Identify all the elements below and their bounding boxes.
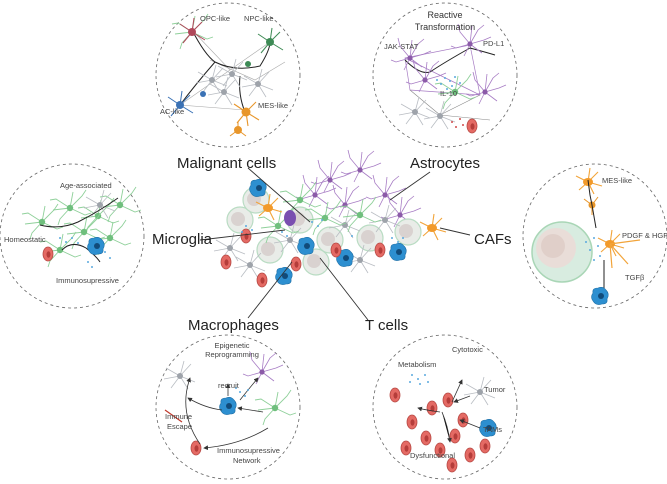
- tgfb-label: TGFβ: [625, 273, 645, 282]
- malignant-panel-content: [167, 13, 286, 137]
- malignant-panel: [155, 2, 301, 148]
- metabolism-label: Metabolism: [398, 360, 436, 369]
- caf-mes-like-label: MES-like: [602, 176, 632, 185]
- immunosupressive-label: Immunosupressive: [56, 276, 119, 285]
- tcell-panel: [372, 334, 518, 480]
- caf-panel: [522, 163, 667, 309]
- homeostatic-label: Homeostatic: [4, 235, 46, 244]
- astrocyte-panel-content: [390, 23, 507, 134]
- malignant-cells-label: Malignant cells: [177, 155, 276, 172]
- cafs-label: CAFs: [474, 231, 512, 248]
- npc-like-label: NPC-like: [244, 14, 274, 23]
- immune-label: Immune: [165, 412, 192, 421]
- astro-title-1: Reactive: [427, 10, 462, 20]
- microglia-label: Microglia: [152, 231, 213, 248]
- central-tissue: [213, 149, 447, 288]
- tams-label: TAMs: [483, 425, 502, 434]
- microglia-panel: [0, 163, 145, 309]
- dysfunctional-label: Dysfunctional: [410, 451, 455, 460]
- pdgf-hgf-label: PDGF & HGF: [622, 231, 667, 240]
- astrocyte-panel: [372, 2, 518, 148]
- ac-like-label: AC-like: [160, 107, 184, 116]
- astrocytes-label: Astrocytes: [410, 155, 480, 172]
- macrophage-panel-content: [163, 351, 297, 456]
- il-10-label: IL-10: [440, 89, 457, 98]
- opc-like-label: OPC-like: [200, 14, 230, 23]
- escape-label: Escape: [167, 422, 192, 431]
- network-label-2: Network: [233, 456, 261, 465]
- astro-title-2: Transformation: [415, 22, 475, 32]
- macrophage-panel: [155, 334, 301, 480]
- caf-panel-content: [531, 167, 641, 306]
- connector-lines: [199, 167, 471, 321]
- epigenetic-label: Epigenetic: [214, 341, 249, 350]
- mes-like-label: MES-like: [258, 101, 288, 110]
- recruit-label: recruit: [218, 381, 240, 390]
- cytotoxic-label: Cytotoxic: [452, 345, 483, 354]
- t-cells-label: T cells: [365, 317, 408, 334]
- reprogramming-label: Reprogramming: [205, 350, 259, 359]
- network-label-1: Immunosupressive: [217, 446, 280, 455]
- pd-l1-label: PD-L1: [483, 39, 504, 48]
- macrophages-label: Macrophages: [188, 317, 279, 334]
- jak-stat-label: JAK-STAT: [384, 42, 419, 51]
- age-associated-label: Age-associated: [60, 181, 112, 190]
- tumor-label: Tumor: [484, 385, 506, 394]
- microglia-panel-content: [21, 186, 142, 268]
- tcell-panel-content: [389, 374, 497, 473]
